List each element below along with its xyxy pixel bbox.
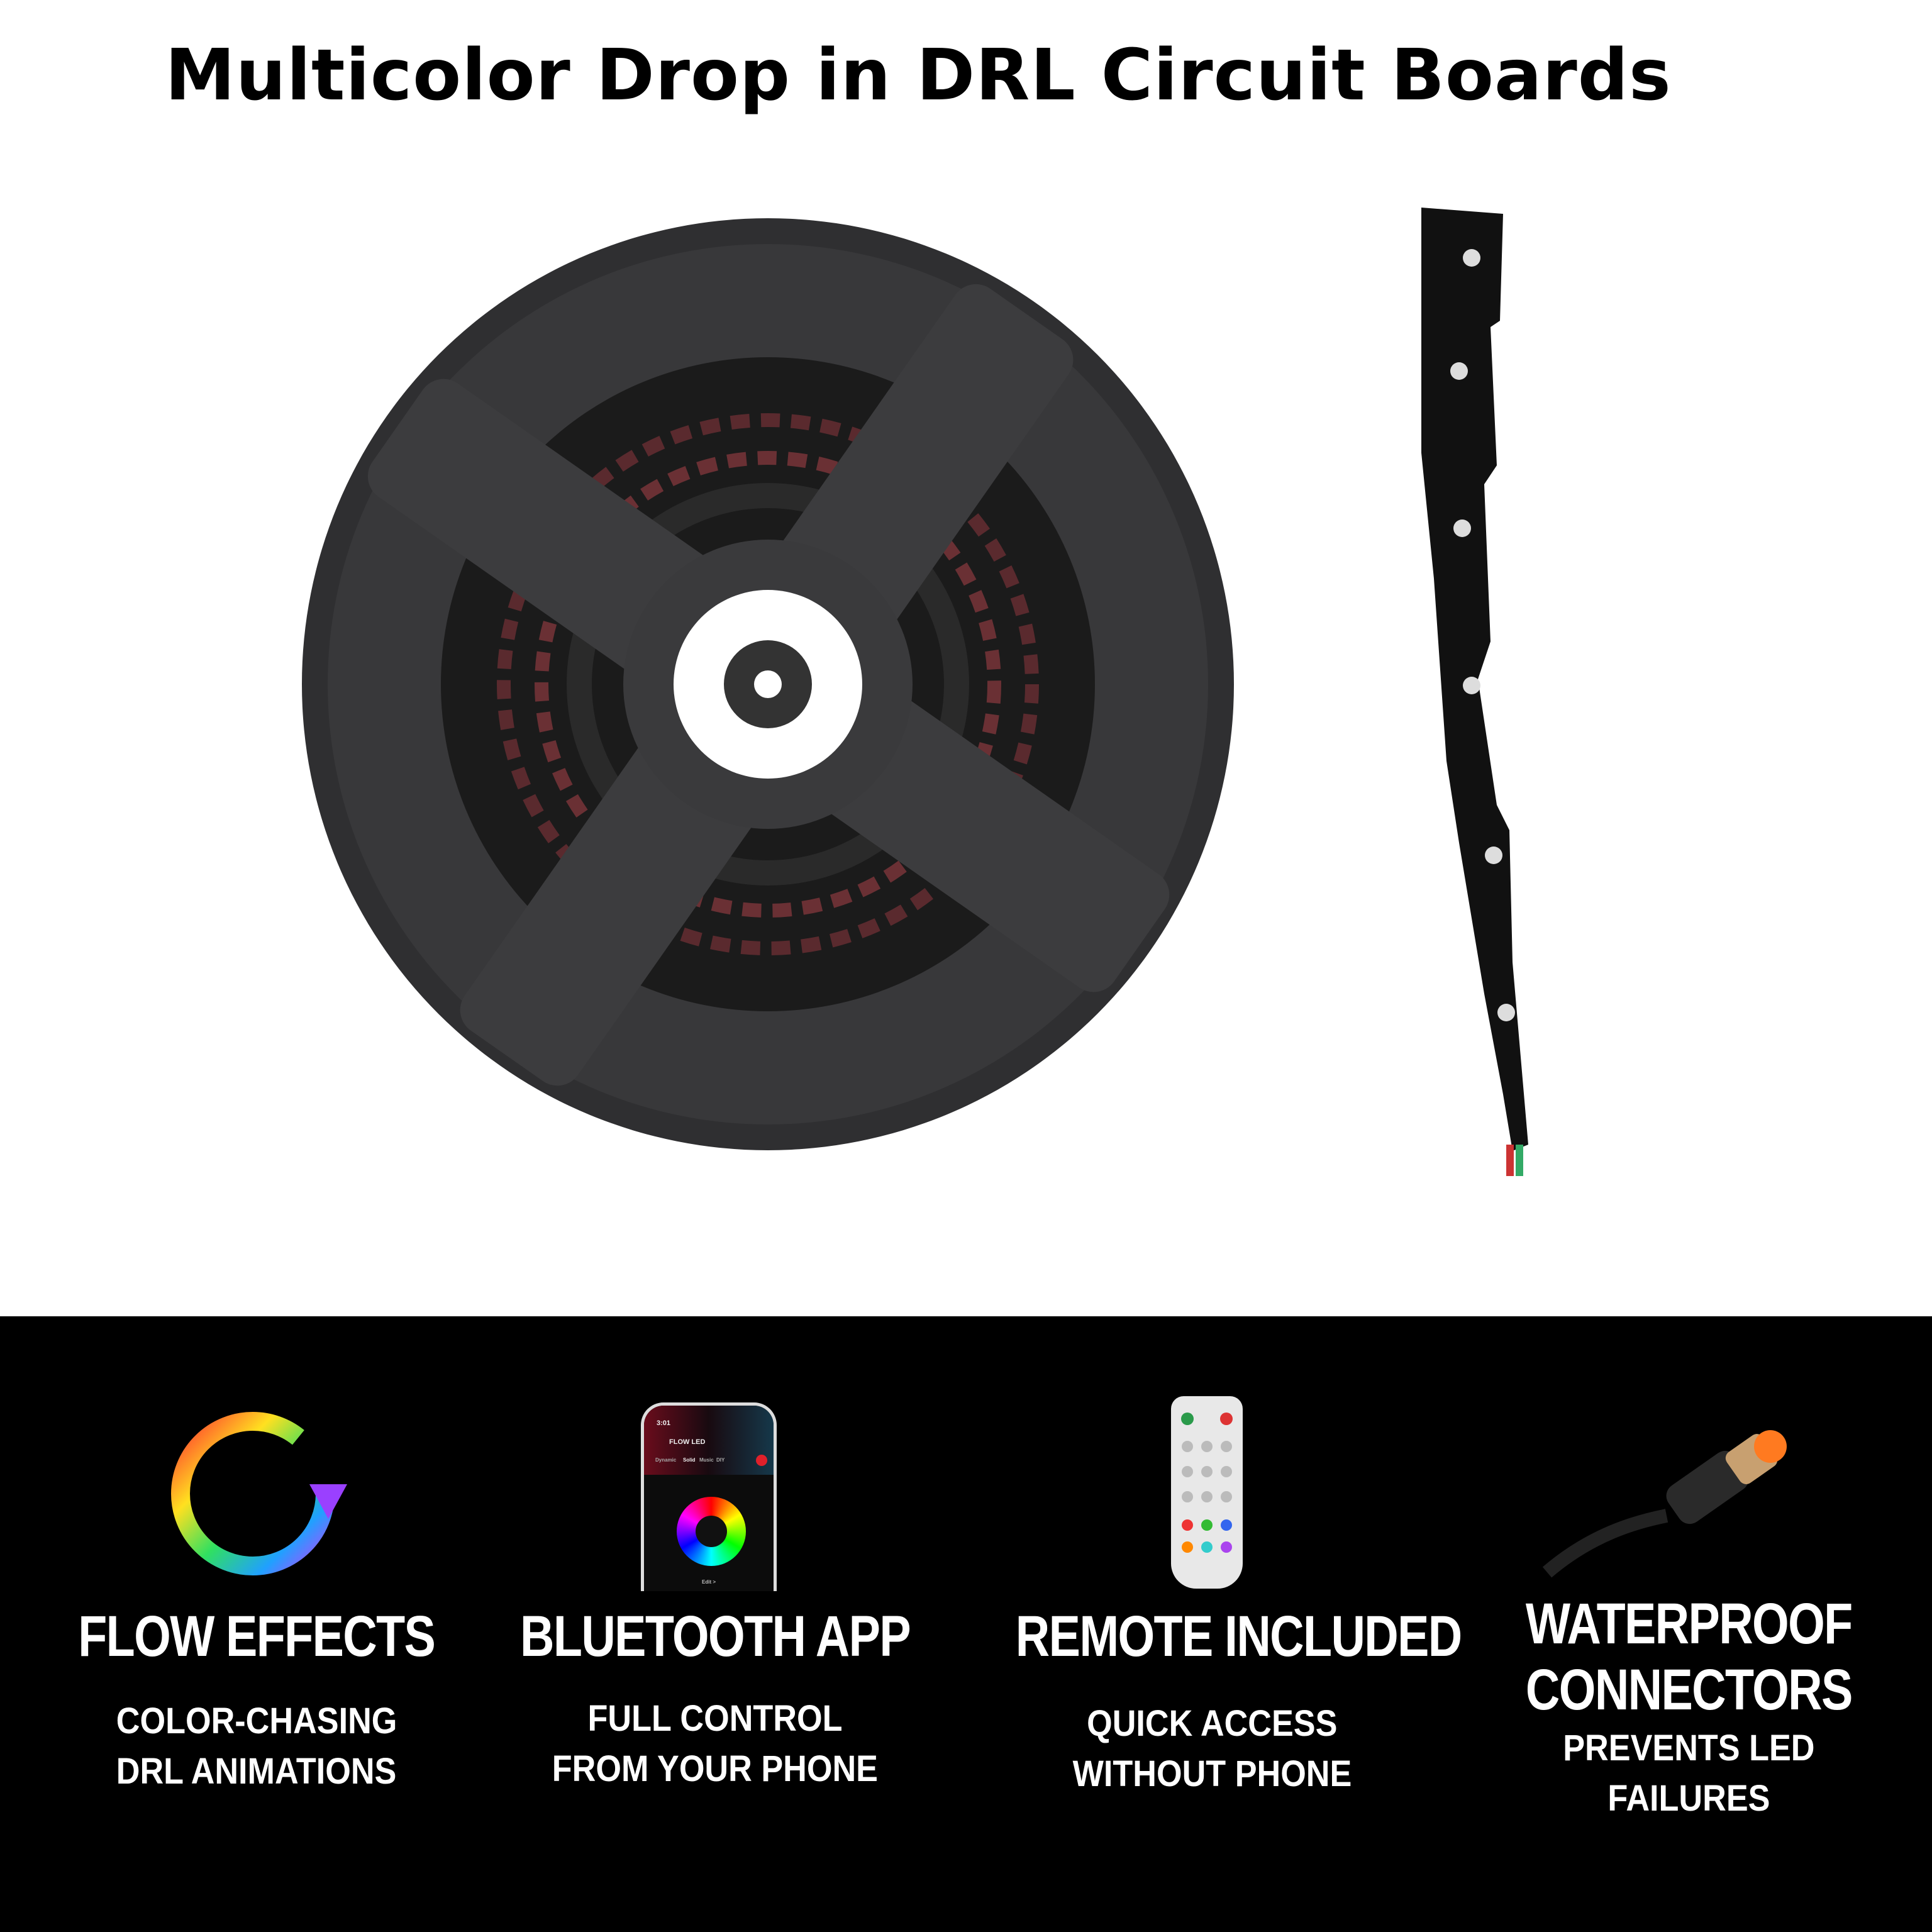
tab-music: Music [699, 1457, 714, 1463]
remote-icon [1171, 1396, 1243, 1589]
feature-waterproof-connectors: WATERPROOF CONNECTORS PREVENTS LED FAILU… [1525, 1592, 1853, 1819]
tab-solid: Solid [683, 1457, 696, 1463]
feature-flow-effects: FLOW EFFECTS COLOR-CHASING DRL ANIMATION… [78, 1604, 436, 1792]
feature-heading: FLOW EFFECTS [78, 1604, 436, 1668]
feature-heading: REMOTE INCLUDED [1015, 1604, 1462, 1668]
feature-remote-included: REMOTE INCLUDED QUICK ACCESS WITHOUT PHO… [1015, 1604, 1462, 1794]
power-icon [756, 1455, 767, 1466]
feature-heading: BLUETOOTH APP [520, 1604, 911, 1668]
feature-bluetooth-app: BLUETOOTH APP FULL CONTROL FROM YOUR PHO… [520, 1604, 911, 1789]
phone-app-icon: 3:01 FLOW LED Dynamic Solid Music DIY Ed… [641, 1402, 777, 1591]
color-cycle-icon [171, 1412, 347, 1575]
led-strip-reel-image [302, 218, 1234, 1150]
page-title: Multicolor Drop in DRL Circuit Boards [165, 35, 1672, 116]
tab-diy: DIY [716, 1457, 725, 1463]
tab-dynamic: Dynamic [655, 1457, 677, 1463]
features-band [0, 1316, 1932, 1932]
drl-circuit-board-image [1421, 208, 1528, 1176]
connector-icon [1542, 1430, 1787, 1578]
